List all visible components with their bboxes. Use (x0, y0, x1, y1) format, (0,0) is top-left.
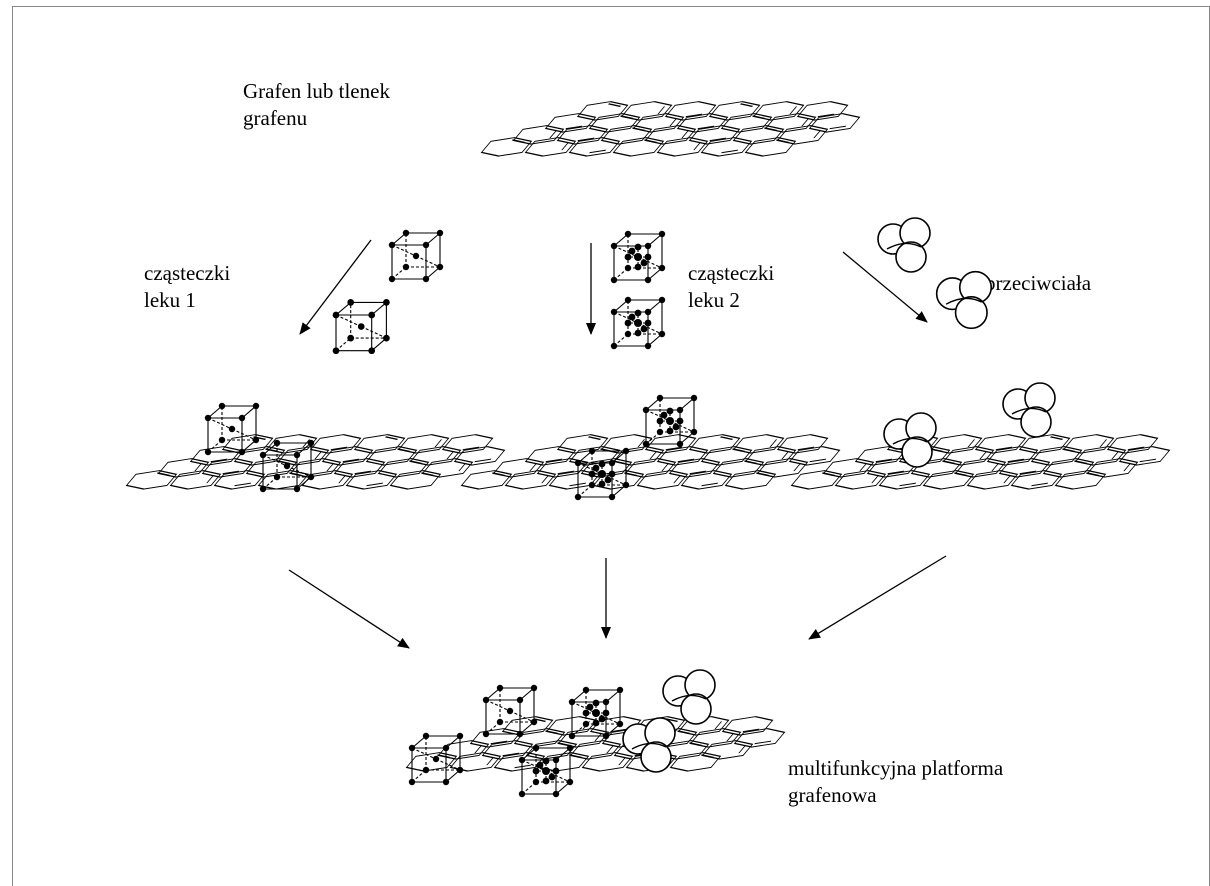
graphene-sheet-top (480, 101, 861, 157)
arrow-icon (288, 569, 410, 649)
drug-1-cube-icon (388, 229, 444, 283)
antibody-icon (883, 412, 937, 468)
antibody-icon (662, 669, 716, 725)
drug-2-cube-icon (610, 230, 666, 284)
drug-2-cube-icon (610, 296, 666, 350)
graphene-sheet-antibodies (790, 434, 1171, 490)
antibody-icon (877, 217, 931, 273)
graphene-sheet-drug1 (125, 434, 506, 490)
label-multifunctional-platform: multifunkcyjna platforma grafenowa (788, 756, 1004, 807)
drug-2-cube-icon (518, 744, 574, 798)
drug-2-cube-icon (642, 394, 698, 448)
antibody-icon (622, 717, 676, 773)
arrow-icon (299, 239, 372, 335)
antibody-icon (1002, 382, 1056, 438)
arrow-icon (842, 251, 928, 323)
graphene-sheet-platform (405, 716, 786, 772)
drug-1-cube-icon (204, 402, 260, 456)
drug-1-cube-icon (482, 684, 538, 738)
graphene-sheet-drug2 (460, 434, 841, 490)
drug-2-cube-icon (568, 686, 624, 740)
arrow-icon (808, 555, 947, 640)
label-drug-molecules-2: cząsteczki leku 2 (688, 261, 775, 312)
label-antibodies: przeciwciała (985, 271, 1092, 295)
label-drug-molecules-1: cząsteczki leku 1 (144, 261, 231, 312)
drug-1-cube-icon (408, 732, 464, 786)
drug-1-cube-icon (259, 439, 315, 493)
antibody-icon (935, 270, 993, 330)
label-graphene-source: Grafen lub tlenek grafenu (243, 79, 390, 130)
drug-1-cube-icon (332, 299, 390, 355)
drug-2-cube-icon (574, 447, 630, 501)
